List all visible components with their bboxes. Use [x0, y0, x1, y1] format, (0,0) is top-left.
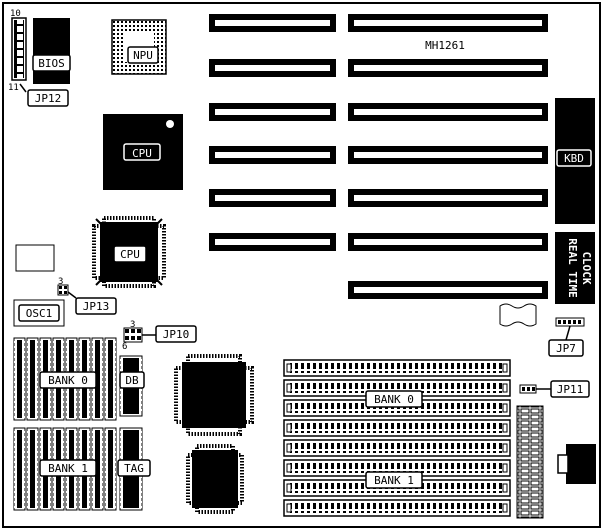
sram-chip — [104, 427, 117, 511]
simm-socket — [283, 359, 511, 377]
sram-chip — [13, 427, 26, 511]
bank1-right-label: BANK 1 — [374, 474, 414, 487]
expansion-slot — [209, 14, 336, 32]
jp10-label: JP10 — [163, 328, 190, 341]
rear-connector — [557, 444, 596, 484]
tag-label-box — [117, 459, 151, 477]
jp7-jumper — [555, 317, 585, 327]
expansion-slot — [209, 146, 336, 164]
bios-label: BIOS — [38, 57, 65, 70]
db-label: DB — [125, 374, 139, 387]
isa-expansion-slots — [209, 14, 548, 299]
expansion-slot — [209, 103, 336, 121]
jp12-label-box — [27, 89, 69, 107]
bank0-left-label: BANK 0 — [48, 374, 88, 387]
bank0-right-label-box — [365, 390, 423, 408]
expansion-slot — [348, 103, 548, 121]
simm-socket — [283, 499, 511, 517]
jp12-label: JP12 — [35, 92, 62, 105]
rtc-label-line1: REAL TIME — [566, 238, 579, 298]
expansion-slot — [209, 59, 336, 77]
chipset-chip-upper — [174, 354, 254, 436]
jp7-label: JP7 — [556, 342, 576, 355]
jp7-leader — [565, 325, 571, 341]
tag-label: TAG — [124, 462, 144, 475]
bios-pin-top: 10 — [10, 9, 21, 19]
expansion-slot — [209, 233, 336, 251]
jp13-leader — [67, 291, 77, 299]
cpu-alt-label: CPU — [120, 248, 140, 261]
bios-label-box — [32, 54, 71, 72]
expansion-slot — [209, 189, 336, 207]
chipset-chip-lower — [186, 444, 244, 514]
simm-socket — [283, 439, 511, 457]
expansion-slot — [348, 233, 548, 251]
npu-label: NPU — [133, 49, 153, 62]
jp10-pin-bottom: 6 — [122, 342, 127, 352]
bank0-left-label-box — [39, 371, 97, 389]
expansion-slot — [348, 14, 548, 32]
simm-socket — [283, 419, 511, 437]
db-label-box — [119, 371, 145, 389]
kbd-label-box — [556, 149, 592, 167]
jp10-pin-top: 3 — [130, 320, 135, 330]
jp13-label-box — [75, 297, 117, 315]
bank1-right-label-box — [365, 471, 423, 489]
expansion-slot — [348, 189, 548, 207]
sram-chip — [104, 337, 117, 421]
jp11-jumper — [519, 384, 537, 394]
jp12-leader — [19, 83, 27, 93]
rtc-label-line2: CLOCK — [580, 251, 593, 284]
expansion-slot — [348, 281, 548, 299]
jp10-label-box — [155, 325, 197, 343]
bank0-right-label: BANK 0 — [374, 393, 414, 406]
cpu-alt-chip — [92, 216, 166, 288]
edge-connector-strip — [516, 405, 544, 519]
jp13-jumper — [57, 284, 69, 296]
bank1-left-label: BANK 1 — [48, 462, 88, 475]
osc-label-box — [18, 304, 60, 322]
osc-label: OSC1 — [26, 307, 53, 320]
jp13-pin-number: 3 — [58, 277, 63, 287]
bios-chip — [33, 18, 70, 84]
expansion-slot — [348, 59, 548, 77]
small-chip-outline — [15, 244, 55, 272]
sram-chip — [13, 337, 26, 421]
kbd-label: KBD — [564, 152, 584, 165]
bank1-left-label-box — [39, 459, 97, 477]
battery-outline — [499, 303, 537, 327]
cpu-main-chip — [103, 114, 183, 190]
npu-socket — [111, 19, 167, 75]
sram-chip — [26, 337, 39, 421]
jp7-label-box — [548, 339, 584, 357]
expansion-slot — [348, 146, 548, 164]
jp10-jumper — [123, 327, 143, 343]
bios-pin-bottom: 11 — [8, 83, 19, 93]
cpu-main-label: CPU — [132, 147, 152, 160]
jp11-label-box — [550, 380, 590, 398]
bios-header — [11, 17, 27, 81]
simm-socket — [283, 399, 511, 417]
simm-socket — [283, 379, 511, 397]
sram-chip — [26, 427, 39, 511]
jp13-label: JP13 — [83, 300, 110, 313]
board-model-label: MH1261 — [425, 39, 465, 52]
jp11-label: JP11 — [557, 383, 584, 396]
real-time-clock — [555, 232, 595, 304]
